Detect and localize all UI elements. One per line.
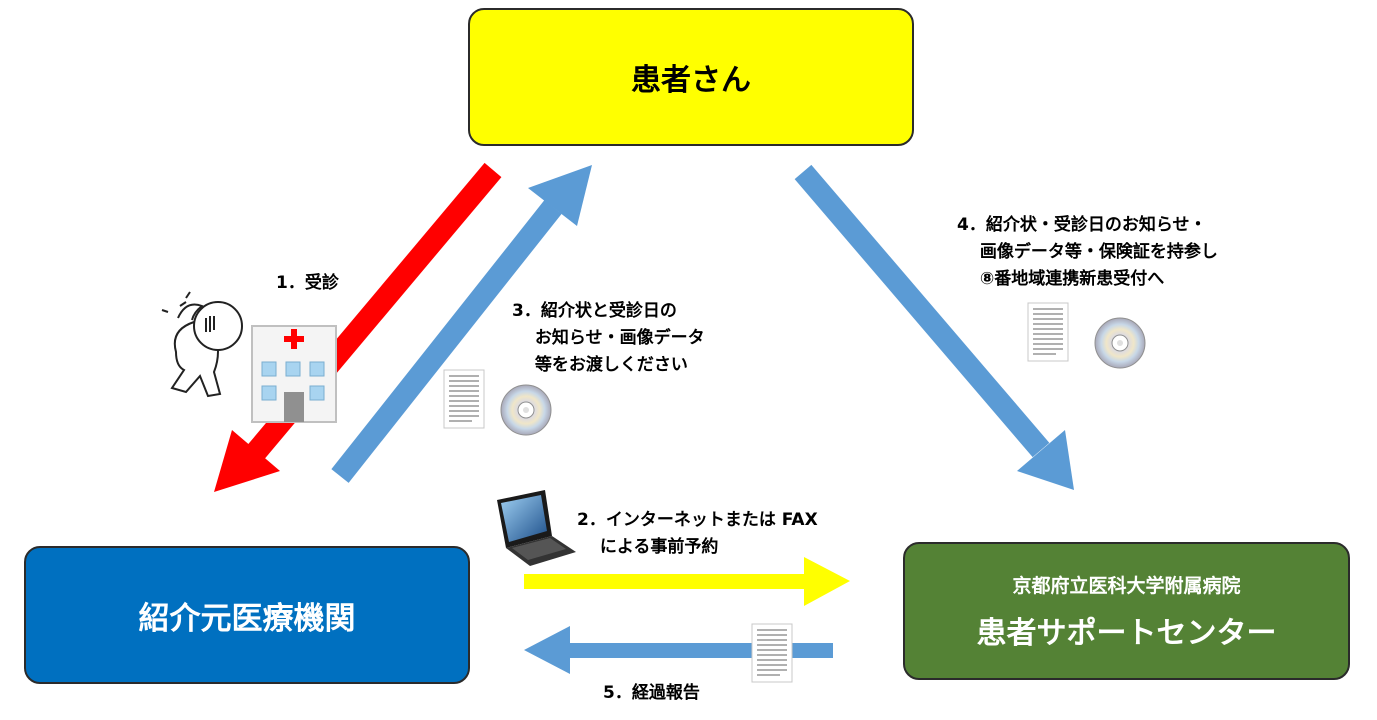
clinic-icon <box>251 325 337 423</box>
arrow-referrer-to-patient <box>331 165 592 483</box>
referring-institution-label: 紹介元医療機関 <box>138 600 356 637</box>
arrow-referrer-to-support <box>524 557 850 606</box>
hospital-name-label: 京都府立医科大学附属病院 <box>1012 574 1241 597</box>
support-center-label: 患者サポートセンター <box>976 615 1277 651</box>
step-2-label: 2．インターネットまたは FAX による事前予約 <box>577 510 818 557</box>
cd-icon <box>500 384 552 436</box>
laptop-icon <box>497 490 576 566</box>
step-3-label: 3．紹介状と受診日の お知らせ・画像データ 等をお渡しください <box>512 301 705 375</box>
sick-person-icon <box>161 291 243 398</box>
document-icon <box>443 369 485 429</box>
document-icon <box>1027 302 1069 362</box>
step-4-label: 4．紹介状・受診日のお知らせ・ 画像データ等・保険証を持参し ⑧番地域連携新患受… <box>957 215 1218 289</box>
referring-institution-node: 紹介元医療機関 <box>24 546 470 684</box>
document-icon <box>751 623 793 683</box>
arrow-patient-to-support <box>794 164 1074 490</box>
step-5-label: 5．経過報告 <box>603 683 700 703</box>
cd-icon <box>1094 317 1146 369</box>
step-1-label: 1．受診 <box>276 273 339 293</box>
patient-node: 患者さん <box>468 8 914 146</box>
patient-label: 患者さん <box>631 63 751 98</box>
patient-support-center-node: 京都府立医科大学附属病院 患者サポートセンター <box>903 542 1350 680</box>
